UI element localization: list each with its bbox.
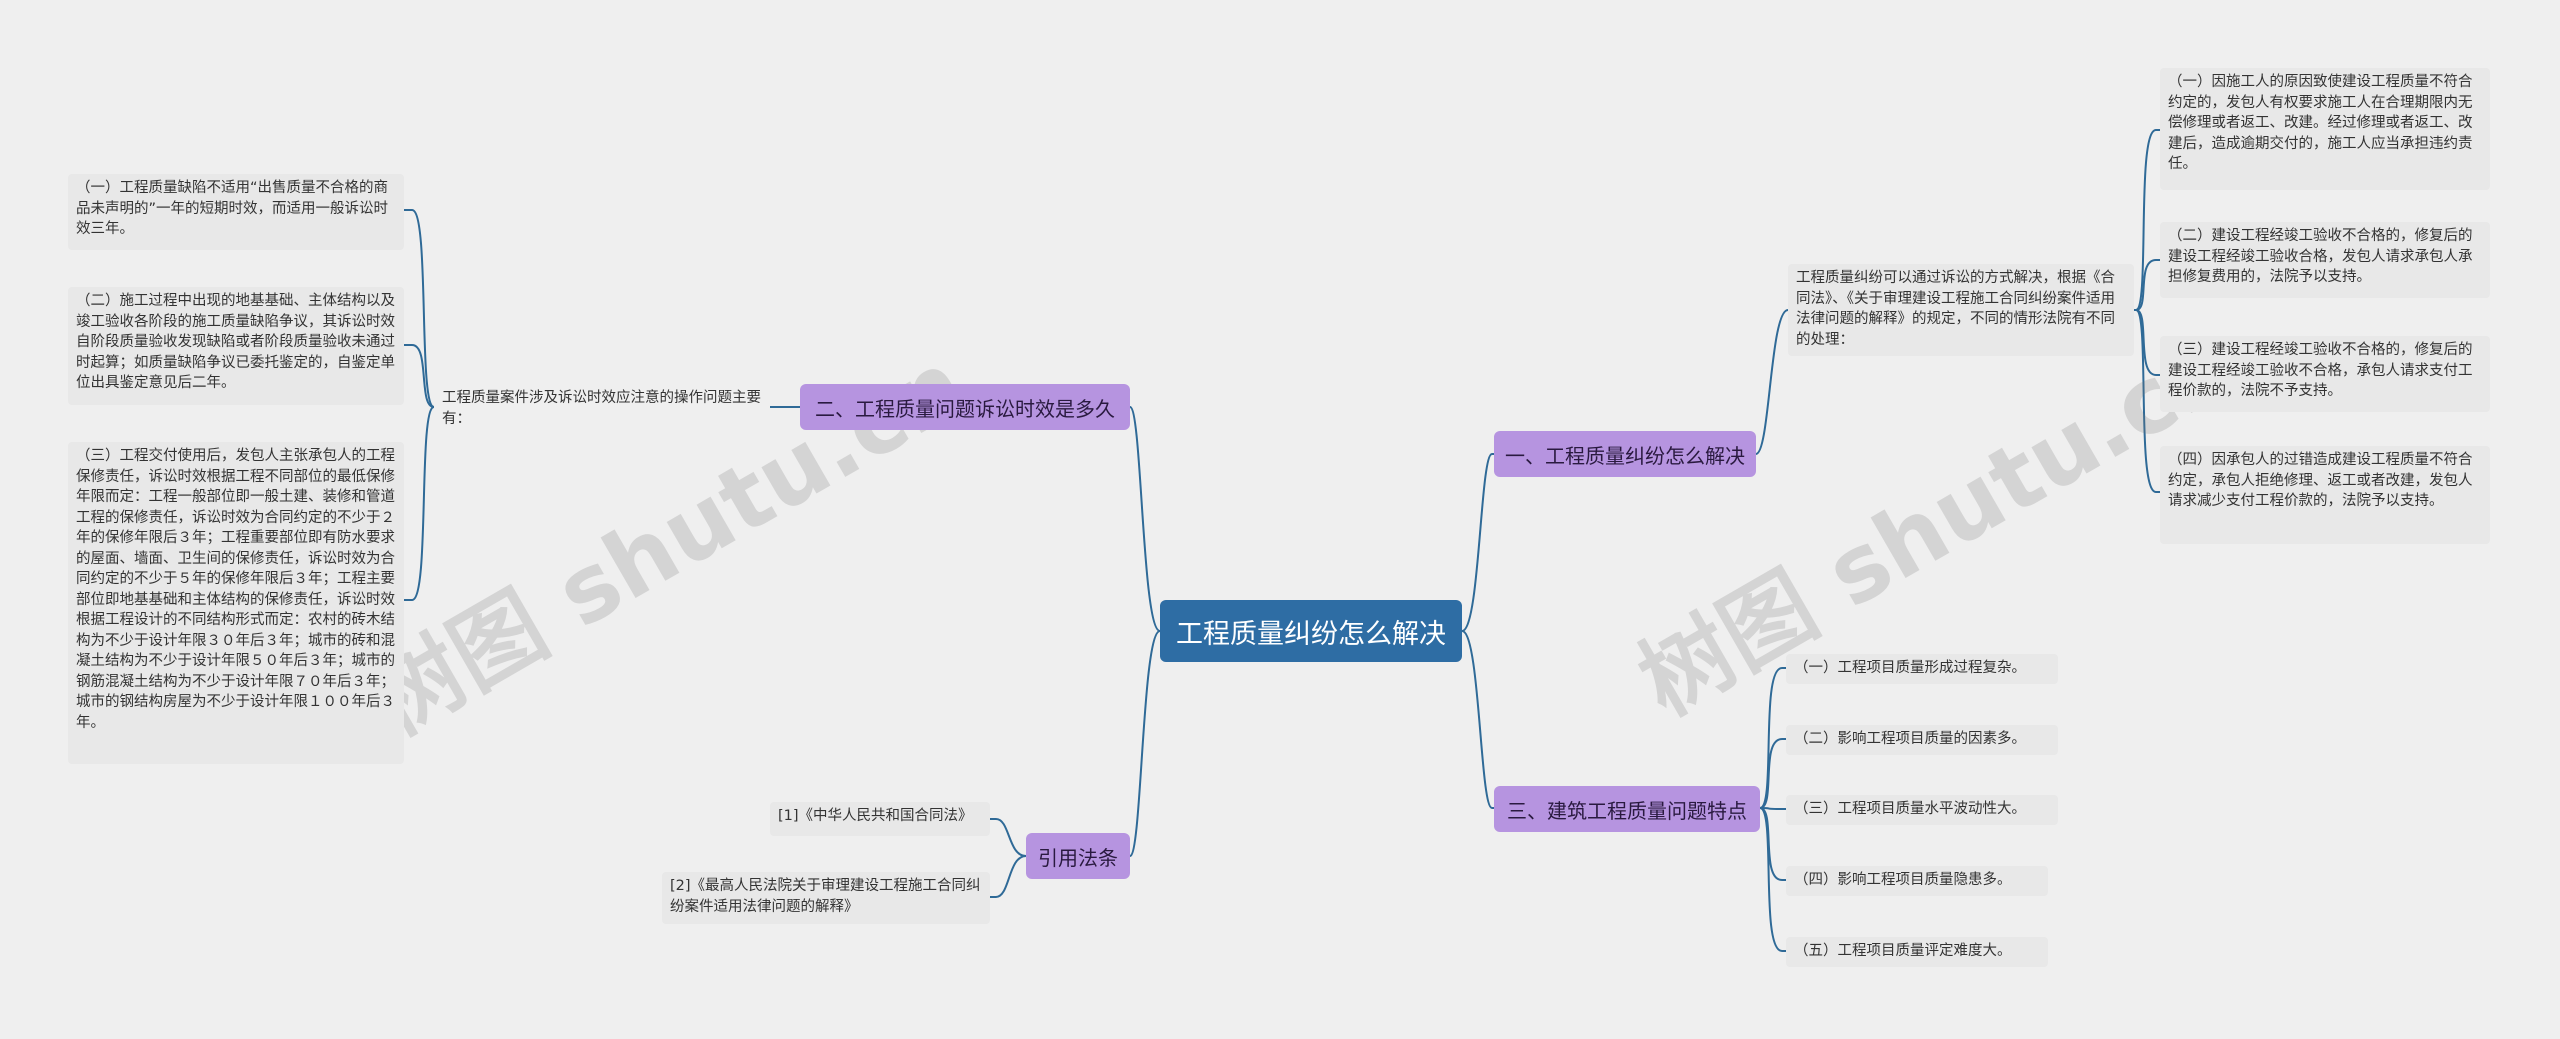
limitations-item-1: （一）工程质量缺陷不适用“出售质量不合格的商品未声明的”一年的短期时效，而适用一… xyxy=(68,174,404,250)
characteristic-item-4: （四）影响工程项目质量隐患多。 xyxy=(1786,866,2048,896)
characteristic-item-1: （一）工程项目质量形成过程复杂。 xyxy=(1786,654,2058,684)
limitations-intro: 工程质量案件涉及诉讼时效应注意的操作问题主要有： xyxy=(442,390,761,427)
cited-law-2: [2]《最高人民法院关于审理建设工程施工合同纠纷案件适用法律问题的解释》 xyxy=(662,872,990,924)
cited-law-1: [1]《中华人民共和国合同法》 xyxy=(770,802,990,836)
characteristic-item-2: （二）影响工程项目质量的因素多。 xyxy=(1786,725,2058,755)
characteristic-item-5: （五）工程项目质量评定难度大。 xyxy=(1786,937,2048,967)
dispute-resolution-intro: 工程质量纠纷可以通过诉讼的方式解决，根据《合同法》、《关于审理建设工程施工合同纠… xyxy=(1788,264,2134,356)
branch-statute-of-limitations[interactable]: 二、工程质量问题诉讼时效是多久 xyxy=(800,384,1130,430)
dispute-item-3: （三）建设工程经竣工验收不合格的，修复后的建设工程经竣工验收不合格，承包人请求支… xyxy=(2160,336,2490,412)
dispute-item-4: （四）因承包人的过错造成建设工程质量不符合约定，承包人拒绝修理、返工或者改建，发… xyxy=(2160,446,2490,544)
branch-quality-characteristics[interactable]: 三、建筑工程质量问题特点 xyxy=(1494,786,1760,832)
limitations-item-3: （三）工程交付使用后，发包人主张承包人的工程保修责任，诉讼时效根据工程不同部位的… xyxy=(68,442,404,764)
limitations-item-2: （二）施工过程中出现的地基基础、主体结构以及竣工验收各阶段的施工质量缺陷争议，其… xyxy=(68,287,404,405)
branch-dispute-resolution[interactable]: 一、工程质量纠纷怎么解决 xyxy=(1494,431,1756,477)
dispute-item-1: （一）因施工人的原因致使建设工程质量不符合约定的，发包人有权要求施工人在合理期限… xyxy=(2160,68,2490,190)
characteristic-item-3: （三）工程项目质量水平波动性大。 xyxy=(1786,795,2058,825)
branch-cited-laws[interactable]: 引用法条 xyxy=(1026,833,1130,879)
root-node[interactable]: 工程质量纠纷怎么解决 xyxy=(1160,600,1462,662)
dispute-item-2: （二）建设工程经竣工验收不合格的，修复后的建设工程经竣工验收合格，发包人请求承包… xyxy=(2160,222,2490,298)
